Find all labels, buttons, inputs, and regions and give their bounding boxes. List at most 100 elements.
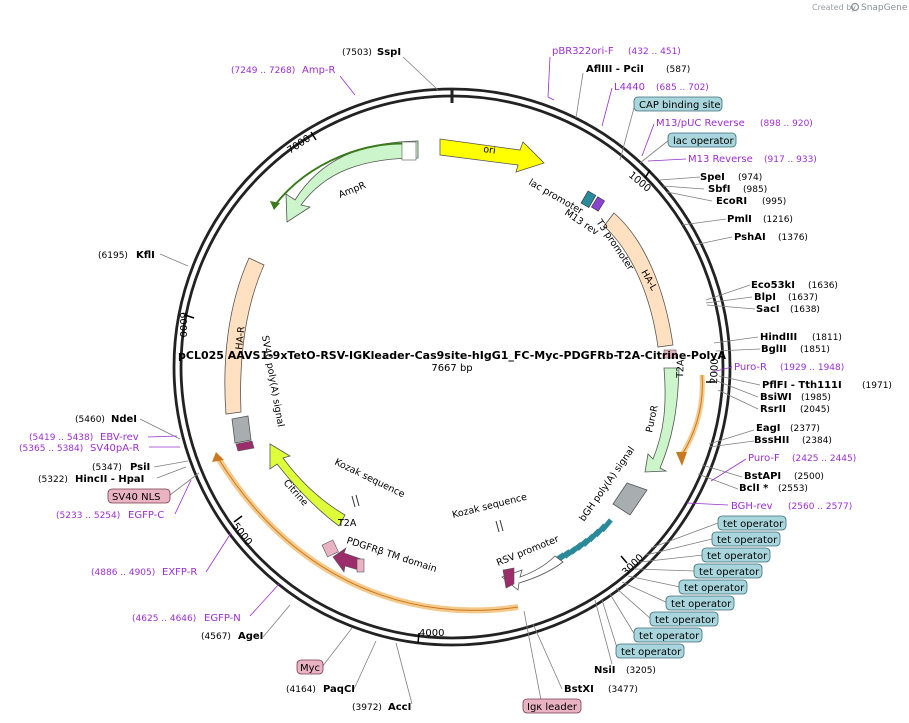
label-kozak-left: Kozak sequence: [333, 457, 407, 501]
svg-text:(2560 .. 2577): (2560 .. 2577): [788, 502, 852, 512]
svg-text:(7249 .. 7268): (7249 .. 7268): [231, 66, 295, 76]
svg-text:(2377): (2377): [790, 424, 820, 434]
box-tet-operator-8: tet operator: [639, 631, 700, 642]
igk-leader-mark: [502, 567, 515, 589]
credit-brand: SnapGene: [861, 3, 908, 13]
label-ampr: AmpR: [337, 180, 368, 201]
box-igk-leader: Igκ leader: [527, 702, 578, 713]
svg-text:(1971): (1971): [862, 381, 892, 391]
boxed-feature-labels: CAP binding site lac operator tet operat…: [107, 96, 787, 714]
primer-m13-reverse: M13 Reverse: [688, 154, 753, 165]
ori-arrow: [439, 138, 545, 173]
svg-text:(5460): (5460): [75, 415, 105, 425]
enzyme-nsii: NsiI: [594, 665, 615, 676]
svg-text:(432 .. 451): (432 .. 451): [628, 47, 681, 57]
box-tet-operator-3: tet operator: [707, 551, 768, 562]
svg-text:(4567): (4567): [201, 632, 231, 642]
plasmid-length: 7667 bp: [431, 363, 472, 374]
svg-text:(1638): (1638): [790, 305, 820, 315]
svg-text:(4886 .. 4905): (4886 .. 4905): [91, 568, 155, 578]
tick-label-1000: 1000: [626, 170, 653, 195]
enzyme-bstapi: BstAPI: [744, 471, 781, 482]
box-lac-operator: lac operator: [673, 136, 734, 147]
svg-text:(2045): (2045): [800, 405, 830, 415]
kozak-mark-right: [495, 520, 500, 533]
ampr-arrow: [285, 140, 419, 223]
orf-arc-right: [677, 374, 705, 460]
svg-text:(3205): (3205): [626, 666, 656, 676]
tick-label-6000: 6000: [177, 312, 188, 337]
box-tet-operator-5: tet operator: [684, 583, 745, 594]
label-kozak-right: Kozak sequence: [451, 492, 528, 521]
t2a-left-mark: [321, 539, 339, 558]
box-tet-operator-6: tet operator: [671, 599, 732, 610]
lac-operator-mark: [591, 196, 605, 212]
primer-exfp-r: EXFP-R: [162, 567, 197, 578]
enzyme-afliii-pcii: AflIII - PciI: [586, 64, 644, 75]
enzyme-bsshii: BssHII: [754, 435, 789, 446]
enzyme-leaders: [139, 56, 761, 705]
tick-label-4000: 4000: [419, 628, 444, 639]
kozak-mark-left: [351, 495, 356, 508]
svg-text:(4625 .. 4646): (4625 .. 4646): [132, 614, 196, 624]
svg-text:(1216): (1216): [763, 215, 793, 225]
ha-r-arrow: [224, 257, 265, 415]
svg-text:(5322): (5322): [38, 475, 68, 485]
sv40-nls-mark: [235, 440, 255, 452]
enzyme-pshai: PshAI: [734, 232, 766, 243]
enzyme-pflfi-tth111i: PflFI - Tth111I: [762, 380, 842, 391]
label-puror: PuroR: [644, 404, 661, 434]
credit-prefix: Created by: [812, 3, 856, 12]
enzyme-hincii-hpai: HincII - HpaI: [75, 474, 144, 485]
snapgene-credit: Created by SnapGene: [812, 2, 908, 13]
primer-ebv-rev: EBV-rev: [100, 432, 139, 443]
enzyme-sbfi: SbfI: [708, 184, 730, 195]
primer-l4440: L4440: [614, 82, 645, 93]
primer-m13-puc-reverse: M13/pUC Reverse: [656, 118, 745, 129]
svg-text:(5233 .. 5254): (5233 .. 5254): [56, 511, 120, 521]
svg-text:(587): (587): [666, 65, 690, 75]
plasmid-name: pCL025 AAVS1-9xTetO-RSV-IGKleader-Cas9si…: [178, 349, 726, 362]
svg-text:(6195): (6195): [98, 251, 128, 261]
enzyme-bglii: BglII: [761, 344, 787, 355]
primer-pbr322ori-f: pBR322ori-F: [552, 46, 614, 57]
puror-arrow: [644, 367, 680, 473]
svg-text:(995): (995): [762, 197, 786, 207]
box-myc: Myc: [300, 663, 320, 674]
box-cap-binding-site: CAP binding site: [639, 100, 721, 111]
enzyme-sspi: SspI: [377, 47, 401, 58]
primer-labels: pBR322ori-F (432 .. 451) L4440 (685 .. 7…: [19, 46, 856, 624]
svg-text:(1636): (1636): [808, 281, 838, 291]
svg-text:(1376): (1376): [778, 233, 808, 243]
ampr-promoter-box: [401, 141, 417, 161]
enzyme-ecori: EcoRI: [716, 196, 747, 207]
enzyme-rsrii: RsrII: [760, 404, 786, 415]
svg-text:(5365 .. 5384): (5365 .. 5384): [19, 444, 83, 454]
label-ori: ori: [483, 144, 497, 157]
snapgene-logo-icon: [850, 2, 860, 12]
enzyme-hindiii: HindIII: [760, 332, 797, 343]
svg-text:(3972): (3972): [352, 703, 382, 713]
ha-l-arrow: [603, 212, 674, 348]
svg-text:(4164): (4164): [286, 685, 316, 695]
enzyme-spei: SpeI: [700, 172, 725, 183]
label-ha-r: HA-R: [234, 325, 247, 350]
primer-bgh-rev: BGH-rev: [731, 501, 773, 512]
svg-text:(2553): (2553): [778, 484, 808, 494]
sv40-polya-box: [231, 415, 252, 444]
label-t2a-left: T2A: [337, 518, 357, 529]
tick-label-3000: 3000: [620, 552, 646, 578]
svg-text:(985): (985): [743, 185, 767, 195]
enzyme-bstxi: BstXI: [564, 684, 594, 695]
enzyme-bsiwi: BsiWI: [760, 392, 792, 403]
primer-puro-r: Puro-R: [734, 362, 767, 373]
enzyme-eco53ki: Eco53kI: [751, 280, 795, 291]
enzyme-eagi: EagI: [756, 423, 780, 434]
enzyme-saci: SacI: [756, 304, 780, 315]
box-tet-operator-9: tet operator: [621, 647, 682, 658]
svg-text:(685 .. 702): (685 .. 702): [656, 83, 709, 93]
t2a-right-mark: [663, 349, 677, 359]
svg-text:(1985): (1985): [801, 393, 831, 403]
svg-text:(5419 .. 5438): (5419 .. 5438): [29, 433, 93, 443]
